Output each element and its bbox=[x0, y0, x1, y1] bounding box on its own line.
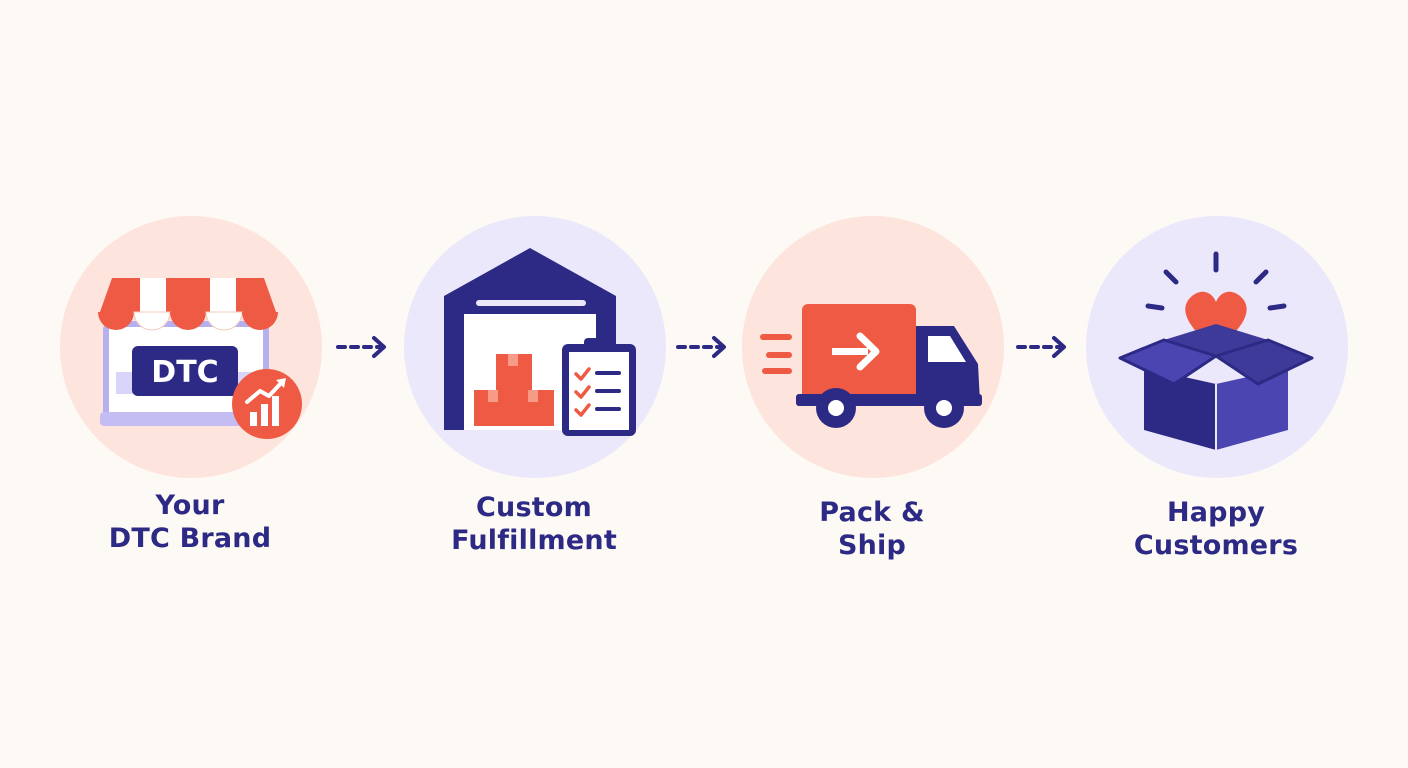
step-label: Happy Customers bbox=[1066, 496, 1366, 562]
dashed-arrow-icon bbox=[336, 336, 386, 358]
dtc-sign-text: DTC bbox=[151, 355, 218, 390]
step-label-line-1: Your bbox=[155, 490, 225, 521]
warehouse-icon bbox=[444, 248, 636, 436]
step-label-line-2: Ship bbox=[837, 530, 907, 561]
stacked-boxes-icon bbox=[474, 354, 554, 426]
storefront-icon: DTC bbox=[98, 278, 302, 439]
step-label: Pack & Ship bbox=[722, 496, 1022, 562]
step-label-line-2: Customers bbox=[1133, 530, 1299, 561]
gift-box-heart-icon bbox=[1118, 251, 1314, 450]
step-label-line-1: Happy bbox=[1166, 497, 1266, 528]
dashed-arrow-icon bbox=[676, 336, 726, 358]
growth-chart-badge-icon bbox=[232, 369, 302, 439]
sparkle-rays-icon bbox=[1145, 251, 1287, 311]
delivery-truck-icon bbox=[760, 304, 982, 428]
step-label: Your DTC Brand bbox=[40, 489, 340, 555]
step-label-line-1: Custom bbox=[476, 492, 592, 523]
dashed-arrow-icon bbox=[1016, 336, 1066, 358]
step-label: Custom Fulfillment bbox=[384, 491, 684, 557]
checklist-clipboard-icon bbox=[562, 338, 636, 436]
step-label-line-2: DTC Brand bbox=[108, 523, 272, 554]
step-label-line-1: Pack & bbox=[819, 497, 925, 528]
step-label-line-2: Fulfillment bbox=[451, 525, 617, 556]
